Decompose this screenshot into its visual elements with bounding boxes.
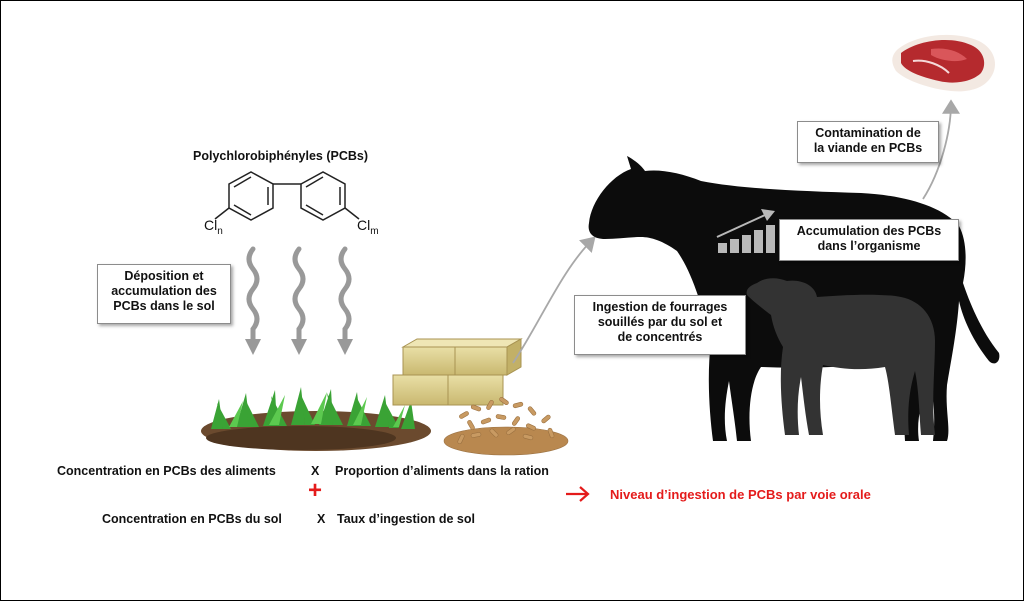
equation-line-1-right: Proportion d’aliments dans la ration [335, 464, 549, 478]
left-substituent-symbol: Cl [204, 217, 218, 233]
pcb-molecule-icon [214, 171, 360, 221]
contamination-box: Contamination de la viande en PCBs [797, 121, 939, 163]
result-arrow-icon [566, 486, 590, 502]
equation-line-2-right: Taux d’ingestion de sol [337, 512, 475, 526]
right-substituent-index: m [370, 225, 379, 237]
equation-times-2: X [317, 512, 326, 526]
cow-to-meat-arrow [922, 99, 960, 200]
contamination-line-2: la viande en PCBs [813, 141, 923, 155]
calf-icon [746, 278, 935, 435]
deposition-arrows [246, 246, 352, 342]
ingestion-line-1: Ingestion de fourrages [592, 300, 728, 314]
ingestion-line-2: souillés par du sol et [597, 315, 723, 329]
equation-result: Niveau d’ingestion de PCBs par voie oral… [610, 487, 871, 502]
ingestion-box: Ingestion de fourrages souillés par du s… [574, 295, 746, 355]
deposition-box: Déposition et accumulation des PCBs dans… [97, 264, 231, 324]
deposition-arrowheads [245, 339, 353, 355]
equation-line-2-left: Concentration en PCBs du sol [102, 512, 282, 526]
deposition-line-1: Déposition et [124, 269, 204, 283]
pellets-icon [443, 396, 569, 456]
feed-to-cow-arrow [512, 236, 596, 364]
molecule-name: Polychlorobiphényles (PCBs) [193, 149, 369, 163]
equation-line-1-left: Concentration en PCBs des aliments [57, 464, 276, 478]
left-substituent: Cln [204, 218, 223, 239]
accumulation-line-1: Accumulation des PCBs [796, 224, 942, 238]
deposition-line-3: PCBs dans le sol [113, 299, 215, 313]
accumulation-line-2: dans l’organisme [817, 239, 921, 253]
hay-bales-icon [392, 338, 523, 406]
contamination-line-1: Contamination de [815, 126, 921, 140]
deposition-line-2: accumulation des [111, 284, 217, 298]
right-substituent-symbol: Cl [357, 217, 371, 233]
meat-icon [892, 34, 995, 92]
accumulation-box: Accumulation des PCBs dans l’organisme [779, 219, 959, 261]
left-substituent-index: n [217, 225, 223, 237]
right-substituent: Clm [357, 218, 379, 239]
equation-times-1: X [311, 464, 320, 478]
soil-grass-icon [201, 387, 431, 451]
equation-plus: + [308, 477, 323, 504]
ingestion-line-3: de concentrés [617, 330, 703, 344]
growth-chart-icon [716, 209, 775, 253]
